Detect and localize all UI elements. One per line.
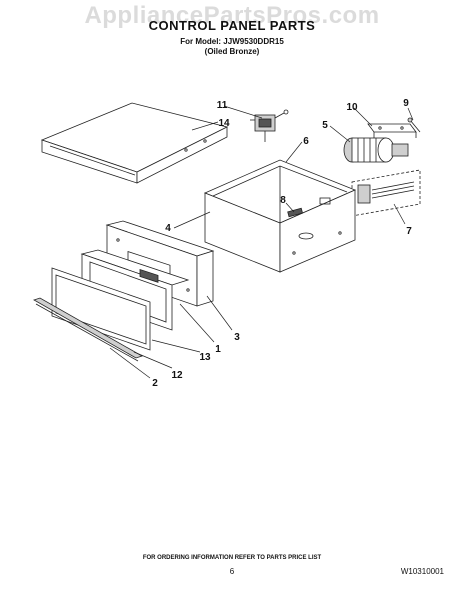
- part-9-screw: [407, 117, 421, 133]
- document-number: W10310001: [400, 567, 444, 576]
- callout-9: 9: [403, 98, 409, 109]
- leader-lines: [109, 105, 414, 379]
- ordering-footer: FOR ORDERING INFORMATION REFER TO PARTS …: [142, 555, 322, 561]
- finish-line: (Oiled Bronze): [204, 47, 260, 56]
- watermark: AppliancePartsPros.com: [84, 2, 380, 29]
- callout-11: 11: [217, 100, 228, 111]
- callout-1: 1: [215, 344, 221, 355]
- callout-12: 12: [171, 370, 183, 381]
- part-14-cover-plate: [40, 102, 229, 184]
- callout-numbers: 11 14 10 9 5 6 7 8 4 3 1 13 12 2: [152, 98, 412, 389]
- callout-10: 10: [346, 102, 358, 113]
- part-8-sensor: [287, 207, 304, 218]
- callout-6: 6: [303, 136, 309, 147]
- part-3-control-housing: [105, 220, 215, 307]
- part-10-bracket: [367, 123, 417, 138]
- callout-4: 4: [165, 223, 171, 234]
- callout-13: 13: [199, 352, 211, 363]
- part-13-panel-glass: [51, 267, 151, 351]
- part-6-control-box: [203, 159, 357, 273]
- part-12-trim-strip: [33, 297, 143, 362]
- callout-14: 14: [218, 118, 230, 129]
- model-line: For Model: JJW9530DDR15: [180, 37, 284, 46]
- page-title: CONTROL PANEL PARTS: [148, 18, 316, 33]
- callout-7: 7: [406, 226, 412, 237]
- part-7-heater-element: [351, 169, 421, 217]
- callout-3: 3: [234, 332, 240, 343]
- callout-2: 2: [152, 378, 158, 389]
- part-11-switch-assembly: [250, 109, 289, 142]
- callout-8: 8: [280, 195, 286, 206]
- page-number: 6: [229, 567, 235, 576]
- part-5-blower-fan: [343, 137, 409, 163]
- callout-5: 5: [322, 120, 328, 131]
